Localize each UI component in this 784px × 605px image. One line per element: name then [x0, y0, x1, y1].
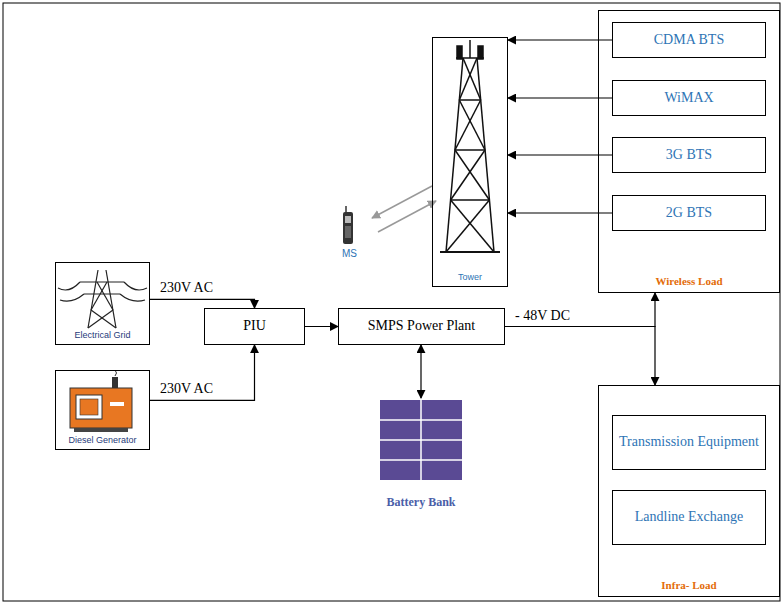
node-label: 3G BTS: [666, 147, 712, 163]
device-label: MS: [342, 248, 357, 259]
node-label: PIU: [243, 318, 266, 334]
node-label: Tower: [458, 272, 482, 282]
connector: [505, 327, 655, 386]
node-label: CDMA BTS: [654, 32, 724, 48]
pylon-icon: [58, 270, 147, 328]
load-group-box: Wireless Load CDMA BTS WiMAX 3G BTS 2G BTS: [598, 10, 780, 293]
equipment-box: SMPS Power Plant: [338, 308, 505, 345]
node-label: SMPS Power Plant: [368, 318, 475, 334]
battery-icon: [380, 400, 462, 480]
node-label: Infra- Load: [661, 579, 716, 592]
node-label: Diesel Generator: [68, 435, 136, 445]
node-label: WiMAX: [664, 90, 713, 106]
equipment-box: PIU: [204, 308, 305, 345]
connector: [150, 345, 255, 400]
battery-bank: Battery Bank: [372, 398, 470, 514]
node-label: Battery Bank: [387, 496, 456, 510]
source-box: Electrical Grid: [55, 262, 150, 345]
source-box: Diesel Generator: [55, 370, 150, 450]
tower-icon: [440, 40, 500, 252]
equipment-box: WiMAX: [612, 80, 766, 116]
radio-link-arrow: [378, 201, 436, 232]
node-label: Landline Exchange: [635, 509, 743, 525]
equipment-box: Transmission Equipment: [612, 415, 766, 470]
node-label: Electrical Grid: [74, 330, 130, 340]
tower-box: Tower: [432, 37, 508, 287]
outer-frame: [3, 3, 780, 601]
node-label: Transmission Equipment: [619, 434, 759, 450]
equipment-box: Landline Exchange: [612, 490, 766, 545]
connector: [508, 39, 612, 40]
voltage-label: 230V AC: [158, 280, 215, 296]
node-label: Wireless Load: [655, 275, 722, 288]
voltage-label: - 48V DC: [513, 308, 572, 324]
connector: [420, 345, 421, 398]
equipment-box: 2G BTS: [612, 195, 766, 231]
connector: [150, 299, 255, 308]
mobile-phone-icon: [343, 206, 353, 244]
connector: [508, 97, 612, 98]
node-label: 2G BTS: [666, 205, 712, 221]
load-group-box: Infra- Load Transmission EquipmentLandlin…: [598, 385, 780, 597]
equipment-box: CDMA BTS: [612, 22, 766, 58]
connector: [505, 293, 655, 327]
equipment-box: 3G BTS: [612, 137, 766, 173]
connector: [508, 154, 612, 155]
generator-icon: [70, 370, 132, 432]
connector: [508, 212, 612, 213]
radio-link-arrow: [372, 186, 432, 218]
connector: [305, 326, 338, 327]
voltage-label: 230V AC: [158, 381, 215, 397]
